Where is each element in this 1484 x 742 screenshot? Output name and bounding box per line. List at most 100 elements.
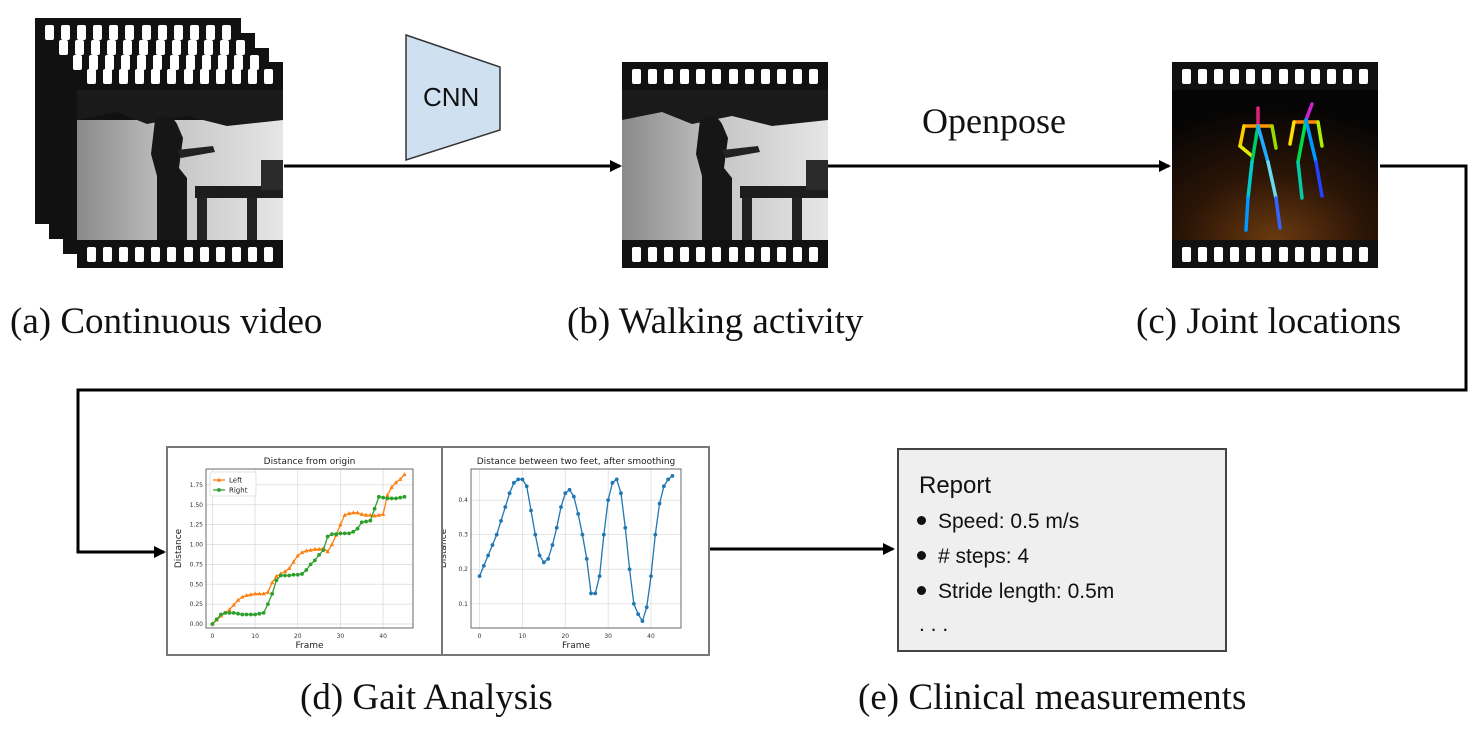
data-point xyxy=(219,612,223,617)
data-point xyxy=(520,477,525,482)
plot-area xyxy=(470,468,682,629)
data-point xyxy=(524,484,529,489)
data-point xyxy=(385,496,390,501)
data-point xyxy=(359,520,364,525)
y-tick-label: 0.2 xyxy=(458,566,468,573)
data-point xyxy=(355,510,360,515)
data-point xyxy=(601,532,606,537)
data-point xyxy=(610,480,615,485)
data-point xyxy=(244,612,249,617)
data-point xyxy=(227,610,232,615)
data-point xyxy=(325,549,330,554)
data-point xyxy=(533,532,538,537)
stage-label-joint-locations: (c) Joint locations xyxy=(1136,301,1402,342)
data-point xyxy=(274,578,279,583)
x-tick-label: 20 xyxy=(561,633,569,640)
data-point xyxy=(364,519,368,524)
data-point xyxy=(312,558,317,563)
data-point xyxy=(385,492,390,497)
report-item-steps: # steps: 4 xyxy=(917,545,1029,569)
y-tick-label: 0.00 xyxy=(190,621,204,628)
data-point xyxy=(376,512,382,517)
data-point xyxy=(389,484,394,489)
cnn-label: CNN xyxy=(423,82,480,112)
data-point xyxy=(511,480,516,485)
data-point xyxy=(627,567,632,572)
data-point xyxy=(402,472,407,477)
x-axis-label: Frame xyxy=(295,641,324,651)
data-point xyxy=(631,601,636,606)
joint-locations-frame xyxy=(1172,62,1378,268)
data-point xyxy=(644,605,649,610)
data-point xyxy=(270,591,275,596)
data-point xyxy=(244,593,249,598)
data-point xyxy=(541,560,546,565)
chart-title: Distance between two feet, after smoothi… xyxy=(477,457,676,467)
data-point xyxy=(606,498,611,503)
x-tick-label: 10 xyxy=(519,633,527,640)
data-point xyxy=(223,610,228,615)
x-tick-label: 40 xyxy=(647,633,655,640)
report-title: Report xyxy=(919,472,992,499)
clinical-report-box: Report Speed: 0.5 m/s # steps: 4 Stride … xyxy=(897,448,1227,652)
data-point xyxy=(351,529,356,534)
data-point xyxy=(274,573,279,578)
data-point xyxy=(584,556,589,561)
data-point xyxy=(559,505,563,509)
data-point xyxy=(329,542,335,547)
video-frame-front xyxy=(77,62,283,268)
data-point xyxy=(227,607,232,612)
data-point xyxy=(338,531,343,536)
data-point xyxy=(236,611,240,616)
data-point xyxy=(346,511,352,516)
report-ellipsis: . . . xyxy=(919,613,949,636)
data-point xyxy=(214,617,219,622)
data-point xyxy=(278,573,283,578)
data-point xyxy=(287,565,292,570)
data-point xyxy=(359,511,364,516)
x-tick-label: 0 xyxy=(478,633,482,640)
data-point xyxy=(253,612,257,617)
data-point xyxy=(334,532,339,537)
stage-label-continuous-video: (a) Continuous video xyxy=(10,301,323,342)
data-point xyxy=(503,505,508,509)
data-point xyxy=(210,622,215,626)
data-point xyxy=(355,526,360,531)
data-point xyxy=(304,548,309,553)
data-point xyxy=(380,511,386,516)
data-point xyxy=(576,512,581,516)
chart-title: Distance from origin xyxy=(264,457,356,467)
data-point xyxy=(486,553,491,558)
data-point xyxy=(490,543,495,547)
y-tick-label: 0.3 xyxy=(458,532,468,539)
data-point xyxy=(261,591,266,596)
depth-scene-image xyxy=(77,90,283,240)
data-point xyxy=(282,569,288,574)
data-point xyxy=(265,589,271,594)
data-point xyxy=(347,531,351,536)
data-point xyxy=(381,495,386,500)
stage-label-gait-analysis: (d) Gait Analysis xyxy=(300,677,553,718)
data-point xyxy=(477,574,482,579)
series-line xyxy=(211,496,405,625)
y-tick-label: 0.75 xyxy=(190,561,204,568)
data-point xyxy=(507,491,512,496)
x-tick-label: 30 xyxy=(604,633,612,640)
data-point xyxy=(304,568,309,572)
data-point xyxy=(257,591,262,596)
plot-area xyxy=(205,468,414,629)
pose-skeleton-image xyxy=(1172,90,1378,240)
data-point xyxy=(623,525,628,530)
data-point xyxy=(308,547,313,552)
legend-marker xyxy=(217,488,221,492)
data-point xyxy=(291,572,296,577)
data-point xyxy=(330,532,334,537)
data-point xyxy=(394,496,398,501)
data-point xyxy=(649,574,653,579)
data-point xyxy=(351,510,356,515)
report-item-speed: Speed: 0.5 m/s xyxy=(917,510,1079,534)
data-point xyxy=(529,508,533,513)
data-point xyxy=(240,594,245,599)
data-point xyxy=(342,512,347,517)
